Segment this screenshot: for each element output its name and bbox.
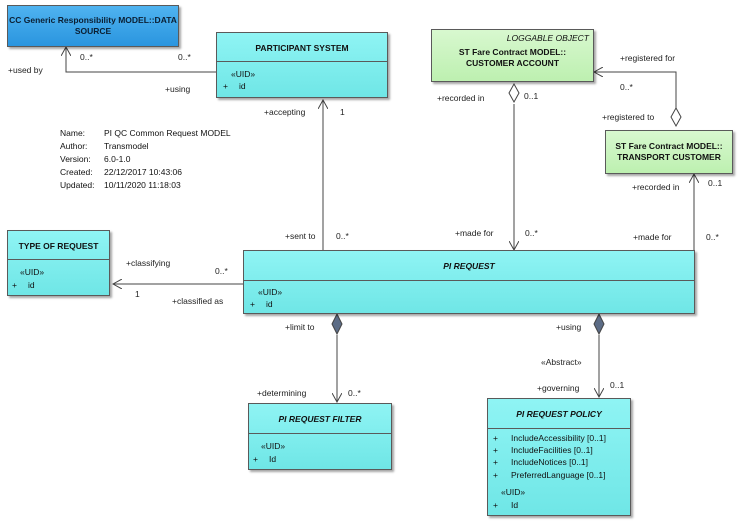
attr-include-notices: IncludeNotices [0..1]	[511, 457, 589, 467]
attr-visibility: +	[493, 470, 498, 480]
role-made-for: +made for	[633, 232, 672, 242]
role-determining: +determining	[257, 388, 307, 398]
role-registered-for: +registered for	[620, 53, 676, 63]
meta-created-label: Created:	[60, 167, 93, 177]
title-line-1: ST Fare Contract MODEL::	[615, 141, 723, 151]
title-line-1: ST Fare Contract MODEL::	[458, 47, 567, 57]
attr-name: id	[28, 280, 35, 290]
uid-stereotype: «UID»	[258, 287, 283, 297]
meta-updated-value: 10/11/2020 11:18:03	[104, 180, 181, 190]
title-line-2: TRANSPORT CUSTOMER	[617, 152, 721, 162]
attr-visibility: +	[12, 280, 17, 290]
mult-sent-to: 0..*	[336, 231, 349, 241]
attr-visibility: +	[223, 81, 228, 91]
role-used-by: +used by	[8, 65, 43, 75]
title-line-2: SOURCE	[74, 26, 112, 36]
role-accepting: +accepting	[264, 107, 306, 117]
meta-version-label: Version:	[60, 154, 91, 164]
class-pi-request-title: PI REQUEST	[443, 261, 495, 271]
class-pi-request-filter[interactable]: PI REQUEST FILTER «UID» + Id	[248, 403, 392, 470]
meta-name-label: Name:	[60, 128, 86, 138]
title-line-1: CC Generic Responsibility MODEL::DATA	[9, 15, 177, 25]
meta-name-value: PI QC Common Request MODEL	[104, 128, 231, 138]
attr-visibility: +	[253, 454, 258, 464]
uid-stereotype: «UID»	[501, 487, 526, 497]
abstract-stereotype: «Abstract»	[541, 357, 582, 367]
association-datasource-participant	[66, 47, 216, 73]
class-pi-request-filter-title: PI REQUEST FILTER	[278, 414, 362, 424]
class-pi-request[interactable]: PI REQUEST «UID» + id	[243, 250, 695, 314]
role-made-for: +made for	[455, 228, 494, 238]
attr-visibility: +	[493, 457, 498, 467]
mult-accepting: 1	[340, 107, 345, 117]
role-governing: +governing	[537, 383, 580, 393]
uid-stereotype: «UID»	[261, 441, 286, 451]
mult-determining: 0..*	[348, 388, 361, 398]
class-pi-request-policy[interactable]: PI REQUEST POLICY + IncludeAccessibility…	[487, 398, 631, 516]
mult-participant: 0..*	[178, 52, 191, 62]
mult-governing: 0..1	[610, 380, 625, 390]
attr-include-accessibility: IncludeAccessibility [0..1]	[511, 433, 606, 443]
mult-datasource: 0..*	[80, 52, 93, 62]
composition-diamond-filter	[331, 312, 343, 336]
aggregation-diamond-account	[508, 82, 520, 104]
attr-name: Id	[269, 454, 277, 464]
role-limit-to: +limit to	[285, 322, 315, 332]
aggregation-diamond-customer	[670, 106, 682, 128]
mult-classifying: 0..*	[215, 266, 228, 276]
mult-recorded-in: 0..1	[524, 91, 539, 101]
attr-visibility: +	[493, 445, 498, 455]
class-type-of-request[interactable]: TYPE OF REQUEST «UID» + id	[7, 230, 110, 296]
meta-author-value: Transmodel	[104, 141, 149, 151]
attr-name: id	[266, 299, 273, 309]
class-pi-request-policy-title: PI REQUEST POLICY	[516, 409, 602, 419]
class-participant-system-title: PARTICIPANT SYSTEM	[255, 43, 349, 53]
attr-preferred-language: PreferredLanguage [0..1]	[511, 470, 606, 480]
class-participant-system[interactable]: PARTICIPANT SYSTEM «UID» + id	[216, 32, 388, 98]
role-registered-to: +registered to	[602, 112, 655, 122]
attr-name: Id	[511, 500, 519, 510]
class-customer-account[interactable]: LOGGABLE OBJECT ST Fare Contract MODEL::…	[431, 29, 594, 82]
attributes-compartment	[217, 61, 387, 62]
meta-created-value: 22/12/2017 10:43:06	[104, 167, 182, 177]
mult-classified-as: 1	[135, 289, 140, 299]
class-data-source-title: CC Generic Responsibility MODEL::DATA SO…	[8, 6, 178, 37]
attributes-compartment	[488, 428, 630, 429]
title-line-2: CUSTOMER ACCOUNT	[465, 58, 560, 68]
meta-version-value: 6.0-1.0	[104, 154, 131, 164]
composition-diamond-policy	[593, 312, 605, 336]
loggable-object-stereotype: LOGGABLE OBJECT	[506, 33, 589, 43]
uid-stereotype: «UID»	[231, 69, 256, 79]
class-transport-customer[interactable]: ST Fare Contract MODEL:: TRANSPORT CUSTO…	[605, 130, 733, 174]
mult-recorded-in: 0..1	[708, 178, 723, 188]
attributes-compartment	[244, 280, 694, 281]
attr-visibility: +	[493, 500, 498, 510]
attr-include-facilities: IncludeFacilities [0..1]	[511, 445, 593, 455]
class-type-of-request-title: TYPE OF REQUEST	[18, 241, 99, 251]
role-using: +using	[556, 322, 582, 332]
mult-made-for: 0..*	[525, 228, 538, 238]
attr-visibility: +	[250, 299, 255, 309]
role-recorded-in: +recorded in	[632, 182, 680, 192]
mult-registered-for: 0..*	[620, 82, 633, 92]
class-transport-customer-title: ST Fare Contract MODEL:: TRANSPORT CUSTO…	[606, 131, 732, 163]
meta-author-label: Author:	[60, 141, 88, 151]
class-customer-account-title: ST Fare Contract MODEL:: CUSTOMER ACCOUN…	[432, 30, 593, 69]
role-recorded-in: +recorded in	[437, 93, 485, 103]
attributes-compartment	[8, 259, 109, 260]
role-sent-to: +sent to	[285, 231, 316, 241]
mult-made-for: 0..*	[706, 232, 719, 242]
role-using: +using	[165, 84, 191, 94]
attr-visibility: +	[493, 433, 498, 443]
meta-updated-label: Updated:	[60, 180, 95, 190]
attributes-compartment	[249, 433, 391, 434]
class-data-source[interactable]: CC Generic Responsibility MODEL::DATA SO…	[7, 5, 179, 47]
association-customer-account	[594, 72, 677, 108]
role-classifying: +classifying	[126, 258, 171, 268]
role-classified-as: +classified as	[172, 296, 224, 306]
attr-name: id	[239, 81, 246, 91]
uid-stereotype: «UID»	[20, 267, 45, 277]
